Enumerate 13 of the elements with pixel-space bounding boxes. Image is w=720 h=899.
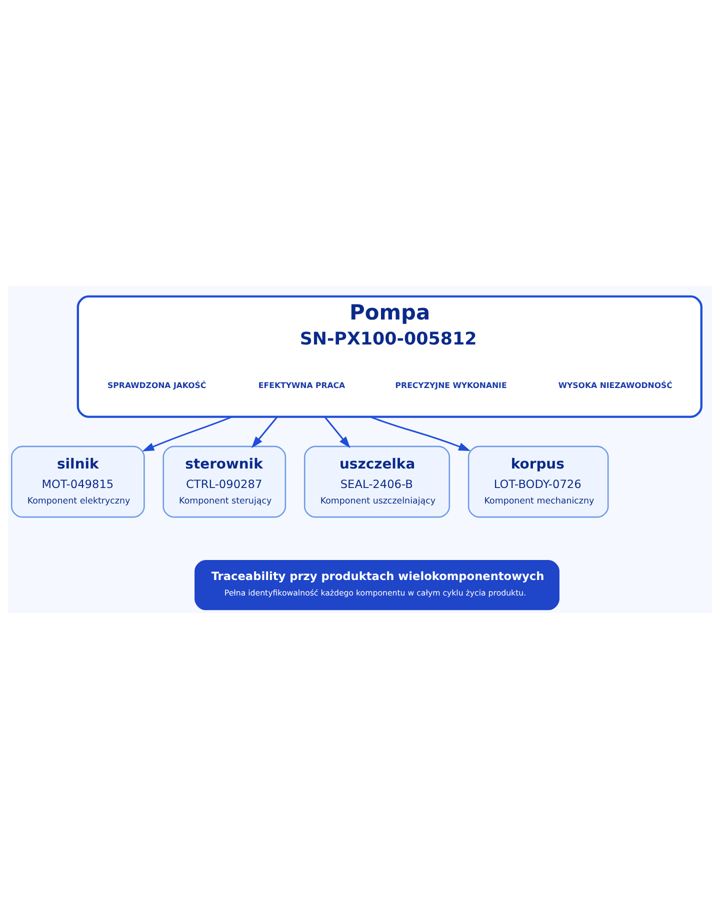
node-box: sterownik CTRL-090287 Komponent sterujący bbox=[162, 446, 286, 518]
arrow bbox=[142, 416, 233, 452]
arrow bbox=[324, 416, 350, 448]
node-box: korpus LOT-BODY-0726 Komponent mechaniczny bbox=[468, 446, 609, 518]
node-box: silnik MOT-049815 Komponent elektryczny bbox=[10, 446, 145, 518]
arrow bbox=[251, 416, 278, 448]
node-text: EFEKTYWNA PRACA bbox=[258, 381, 346, 390]
node-text: PRECYZYJNE WYKONANIE bbox=[395, 381, 507, 390]
arrow bbox=[370, 416, 471, 451]
node-box: uszczelka SEAL-2406-B Komponent uszczelniający bbox=[304, 446, 450, 518]
node-text: SPRAWDZONA JAKOŚĆ bbox=[108, 381, 206, 390]
node-text: WYSOKA NIEZAWODNOŚĆ bbox=[558, 381, 672, 390]
node-box: Traceability przy produktach wielokomponentowych Pełna identyfikowalność każdego komponentu w całym cyklu życia produktu. bbox=[194, 560, 560, 610]
